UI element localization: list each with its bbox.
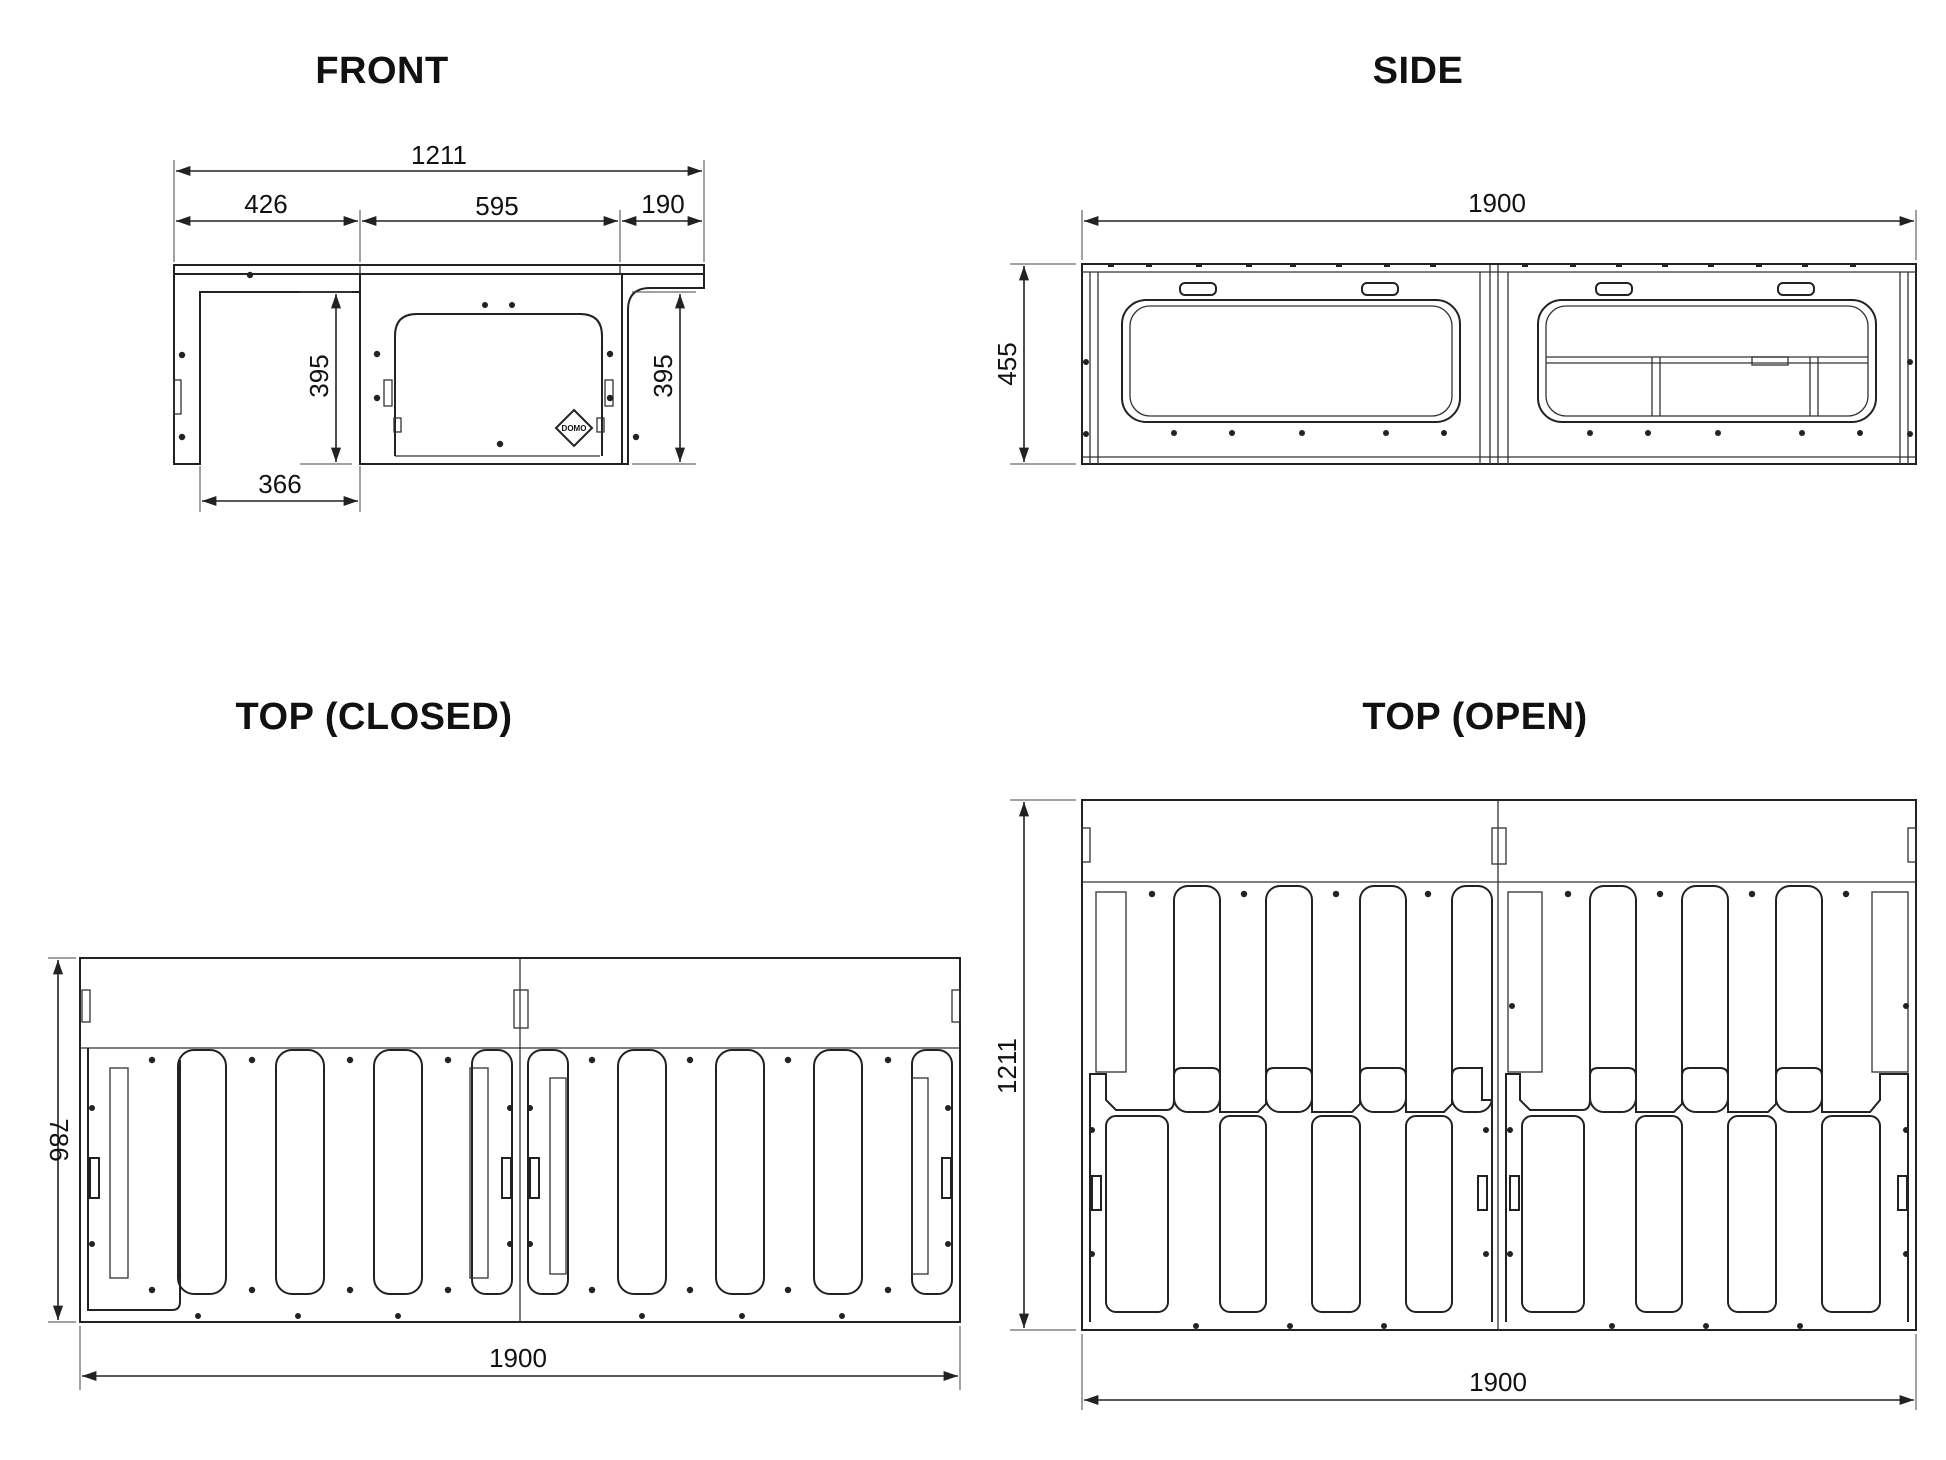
dim-front-right-section: 190 (641, 189, 684, 219)
dim-side-height: 455 (992, 342, 1022, 385)
side-view-title: SIDE (1372, 50, 1464, 92)
top-open-view-title: TOP (OPEN) (1362, 696, 1588, 738)
dim-front-left-section: 426 (244, 189, 287, 219)
dim-top-closed-width: 786 (44, 1118, 74, 1161)
dim-top-open-width: 1211 (992, 1038, 1022, 1094)
dim-front-left-height: 395 (304, 354, 334, 397)
top-closed-view: 786 1900 (44, 957, 961, 1390)
dim-front-overall-width: 1211 (411, 140, 467, 170)
dim-front-bottom-width: 366 (258, 469, 301, 499)
top-closed-view-title: TOP (CLOSED) (235, 696, 513, 738)
front-view-title: FRONT (315, 50, 449, 92)
dim-front-right-height: 395 (648, 354, 678, 397)
dim-top-open-length: 1900 (1469, 1367, 1527, 1397)
dim-top-closed-length: 1900 (489, 1343, 547, 1373)
domo-logo: DOMO (554, 408, 594, 448)
dim-front-middle-section: 595 (475, 191, 518, 221)
top-open-view: 1211 1900 (992, 799, 1917, 1410)
side-view: 1900 455 (992, 188, 1917, 465)
svg-text:DOMO: DOMO (562, 424, 587, 433)
dim-side-overall-length: 1900 (1468, 188, 1526, 218)
front-view: DOMO 1211 426 595 190 395 (173, 140, 705, 512)
